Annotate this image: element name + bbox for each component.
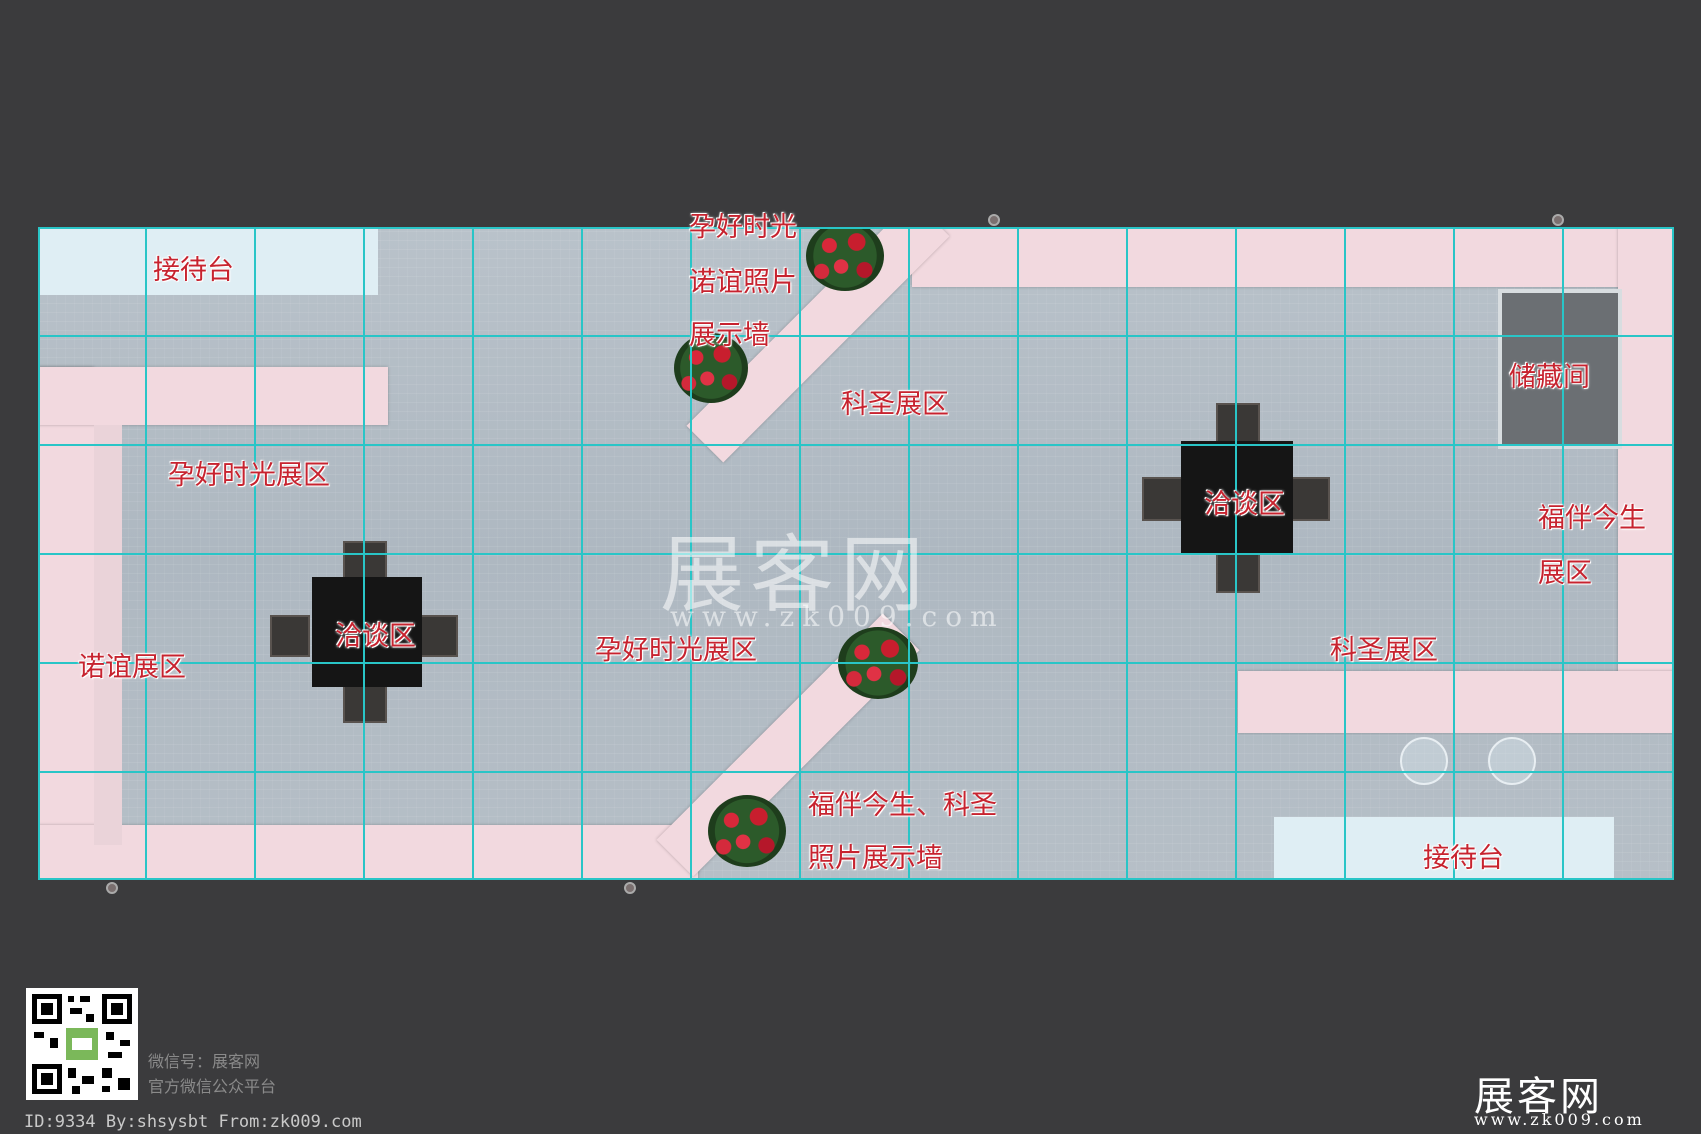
label-yunhao-zone-center: 孕好时光展区	[595, 635, 757, 666]
label-photo-wall-2-line1: 福伴今生、科圣	[808, 790, 997, 821]
chair	[1216, 403, 1260, 445]
reception-desk-bottom-right	[1274, 817, 1614, 880]
bottom-wall	[38, 825, 698, 880]
credit-line: ID:9334 By:shsysbt From:zk009.com	[24, 1112, 362, 1132]
label-fuban-zone-line2: 展区	[1538, 558, 1592, 589]
label-storage-room: 储藏间	[1509, 362, 1590, 393]
grid-line	[38, 335, 1674, 337]
grid-border	[38, 227, 1674, 880]
bar-stool	[1400, 737, 1448, 785]
flower-pot-icon	[674, 333, 748, 403]
top-wall-right	[912, 227, 1674, 287]
label-yunhao-zone-left: 孕好时光展区	[168, 460, 330, 491]
label-fuban-zone-line1: 福伴今生	[1538, 503, 1646, 534]
grid-line	[38, 662, 1674, 664]
spotlight-icon	[106, 882, 118, 894]
label-photo-wall-1-line2: 诺谊照片	[689, 267, 797, 298]
bar-stool	[1488, 737, 1536, 785]
chair	[343, 683, 387, 723]
label-reception-top-left: 接待台	[153, 255, 234, 286]
negotiation-table-left	[312, 577, 422, 687]
label-photo-wall-2-line2: 照片展示墙	[808, 843, 943, 874]
label-kesheng-zone-right: 科圣展区	[1330, 635, 1438, 666]
chair	[1216, 551, 1260, 593]
watermark-url: www.zk009.com	[670, 600, 1005, 633]
chair	[343, 541, 387, 581]
right-inner-counter	[1238, 671, 1674, 733]
inner-divider	[94, 425, 122, 845]
chair	[270, 615, 310, 657]
reception-desk-top-left	[38, 227, 378, 295]
qr-code-icon	[26, 988, 138, 1100]
negotiation-table-right	[1181, 441, 1293, 553]
right-wall	[1618, 227, 1674, 683]
grid-line	[38, 444, 1674, 446]
chair	[418, 615, 458, 657]
label-nuoyi-zone: 诺谊展区	[78, 652, 186, 683]
left-wall-top-bar	[38, 367, 388, 425]
label-photo-wall-1-line1: 孕好时光	[689, 212, 797, 243]
wechat-desc: 官方微信公众平台	[148, 1077, 277, 1096]
floor-plan	[38, 227, 1674, 880]
brand-logo-url: www.zk009.com	[1474, 1110, 1645, 1129]
grid-line	[38, 553, 1674, 555]
label-negotiation-left: 洽谈区	[335, 621, 416, 652]
flower-pot-icon	[708, 795, 786, 867]
label-reception-bottom-right: 接待台	[1423, 843, 1504, 874]
label-photo-wall-1-line3: 展示墙	[689, 320, 770, 351]
spotlight-icon	[988, 214, 1000, 226]
brand-logo-title: 展客网	[1474, 1074, 1603, 1120]
left-wall-vertical	[38, 367, 94, 880]
label-kesheng-zone-top: 科圣展区	[841, 389, 949, 420]
storage-room-block	[1498, 289, 1622, 449]
grid-line	[38, 771, 1674, 773]
flower-pot-icon	[806, 227, 884, 291]
watermark-title: 展客网	[660, 526, 931, 624]
spotlight-icon	[1552, 214, 1564, 226]
spotlight-icon	[624, 882, 636, 894]
wechat-id: 微信号：展客网	[148, 1052, 261, 1071]
label-negotiation-right: 洽谈区	[1204, 489, 1285, 520]
